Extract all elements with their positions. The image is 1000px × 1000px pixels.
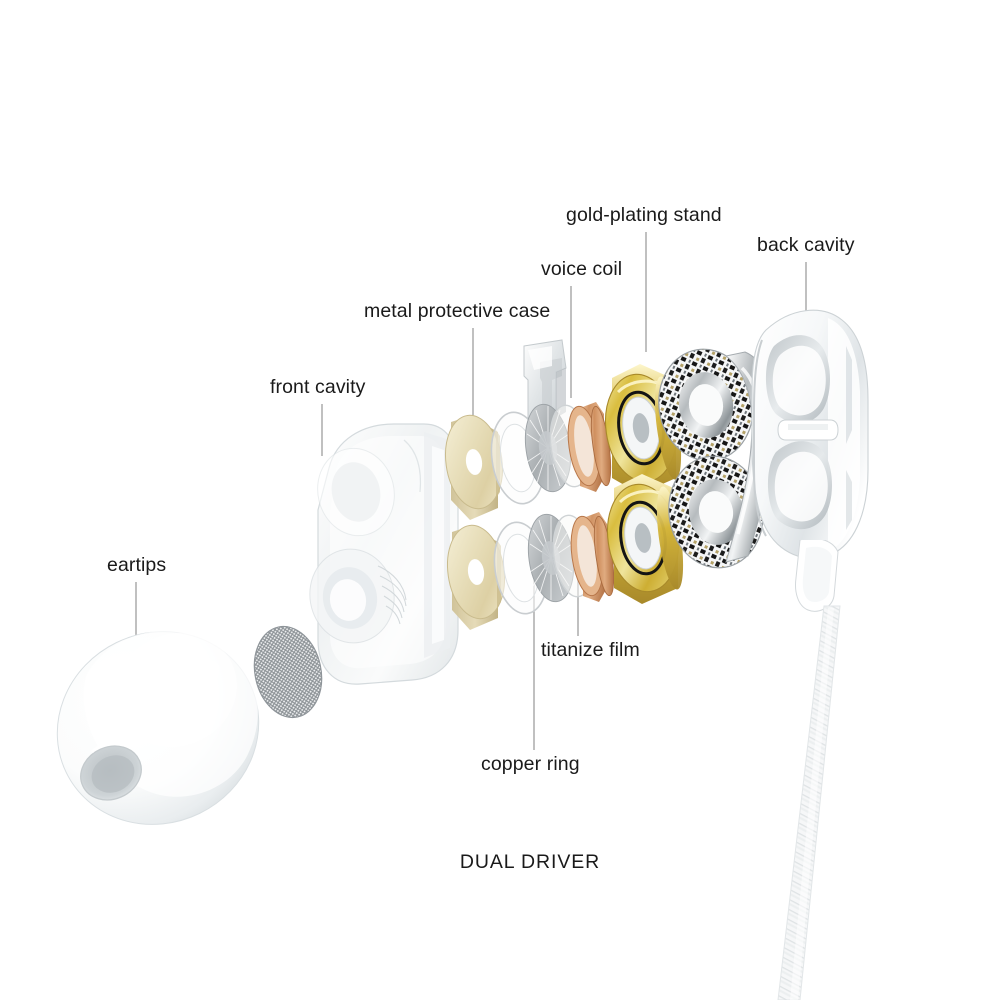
cream-disc-bottom: [447, 524, 505, 630]
diagram-caption: DUAL DRIVER: [459, 851, 601, 873]
label-metal-protective-case: metal protective case: [364, 300, 551, 322]
front-cavity-component: [309, 423, 459, 685]
label-voice-coil: voice coil: [541, 258, 623, 280]
label-eartips: eartips: [107, 554, 167, 576]
label-gold-plating-stand: gold-plating stand: [566, 204, 722, 226]
mesh-filter-component: [253, 625, 323, 719]
back-cavity-component: [751, 309, 869, 559]
label-copper-ring: copper ring: [481, 753, 580, 775]
copper-ring-top: [567, 402, 612, 492]
voice-coil-magnet-bottom: [606, 474, 684, 604]
copper-ring-bottom: [570, 512, 615, 602]
label-titanize-film: titanize film: [541, 639, 640, 661]
label-back-cavity: back cavity: [757, 234, 855, 256]
eartip-component: [56, 630, 260, 825]
cable-component: [777, 540, 841, 1000]
label-front-cavity: front cavity: [270, 376, 366, 398]
